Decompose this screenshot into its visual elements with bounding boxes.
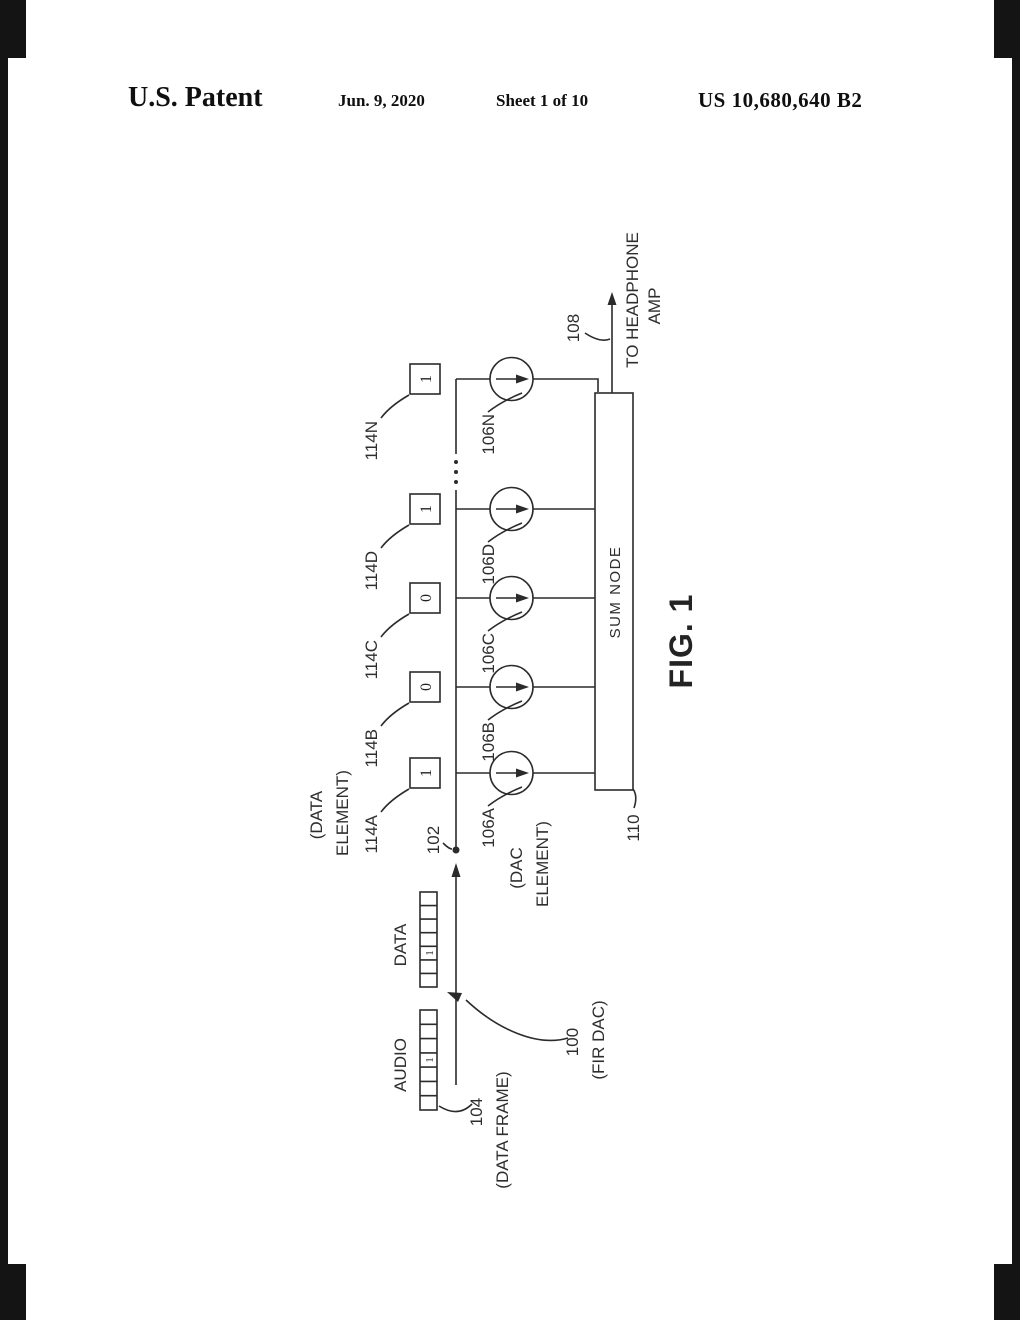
input-label-group: 102 [424,826,453,854]
svg-text:(DAC: (DAC [507,847,526,889]
scan-artifact-bottom-left [0,1264,26,1320]
sum-node-ref-group: 110 [624,788,643,842]
scan-artifact-top-left [0,0,26,58]
bit-box-114A [409,757,441,789]
bit-box-114N [409,363,441,395]
label-102: 102 [424,826,443,854]
audio-register: AUDIO 1 [391,1009,438,1111]
fir-dac-label-group: 100 (FIR DAC) [447,992,608,1080]
bit-114A: 1 [418,769,435,777]
data-register-bit: 1 [424,950,436,956]
leader-100 [465,999,569,1042]
label-104: 104 [467,1098,486,1126]
patent-date: Jun. 9, 2020 [338,91,425,110]
label-114C: 114C [362,640,381,679]
data-line [451,379,461,1085]
bit-114C: 0 [418,594,435,602]
patent-title: U.S. Patent [128,82,263,113]
leader-108 [584,332,611,341]
arrow-100 [447,992,462,1002]
bit-114B: 0 [418,683,435,691]
bit-114D: 1 [418,505,435,513]
bit-box-114B [409,671,441,703]
data-register-label: DATA [391,923,410,966]
data-element-note: (DATA ELEMENT) [307,770,352,856]
data-register: DATA 1 [391,891,438,988]
label-108: 108 [564,314,583,342]
label-114N: 114N [362,421,381,460]
patent-number: US 10,680,640 B2 [698,88,863,112]
figure-1: AUDIO 1 DATA 1 104 (DATA FRAME) [280,230,750,1190]
headphone-label-line1: TO HEADPHONE [623,232,642,368]
dac-column-B: 114B 0 106B [362,664,595,767]
dac-column-A: 114A 1 106A [362,750,595,853]
label-114B: 114B [362,729,381,767]
audio-register-label: AUDIO [391,1038,410,1092]
fir-dac-diagram: AUDIO 1 DATA 1 104 (DATA FRAME) [307,232,699,1189]
label-106B: 106B [479,722,498,762]
data-frame-label-group: 104 (DATA FRAME) [438,1071,512,1189]
audio-register-bit: 1 [424,1057,436,1063]
bit-box-114C [409,582,441,614]
leader-110 [632,788,637,809]
scan-artifact-left-edge [0,0,8,1320]
sheet-number: Sheet 1 of 10 [496,91,589,110]
label-data-frame: (DATA FRAME) [493,1071,512,1188]
sum-node: SUM NODE [594,392,634,791]
svg-text:ELEMENT): ELEMENT) [333,770,352,856]
label-106A: 106A [479,807,498,847]
leader-102 [442,842,453,850]
svg-text:ELEMENT): ELEMENT) [533,821,552,907]
label-110: 110 [624,814,643,841]
data-line-arrow [451,863,461,877]
headphone-label-line2: AMP [645,288,664,325]
sum-node-label: SUM NODE [607,546,624,639]
label-106C: 106C [479,633,498,674]
label-106D: 106D [479,544,498,585]
dac-column-C: 114C 0 106C [362,575,595,679]
scan-artifact-bottom-right [994,1264,1020,1320]
label-114D: 114D [362,551,381,590]
label-106N: 106N [479,414,498,455]
leader-104 [438,1103,473,1113]
label-100: 100 [563,1028,582,1056]
dac-column-D: 114D 1 106D [362,486,595,590]
scan-artifact-right-edge [1012,0,1020,1320]
ellipsis-dots [454,460,458,484]
figure-caption: FIG. 1 [663,594,699,689]
dac-column-N: 114N 1 106N [362,356,599,460]
scan-artifact-top-right [994,0,1020,58]
svg-text:(DATA: (DATA [307,790,326,839]
label-114A: 114A [362,814,381,853]
label-fir-dac: (FIR DAC) [589,1000,608,1079]
bit-114N: 1 [418,375,435,383]
output-arrow [607,292,617,305]
dac-element-note: (DAC ELEMENT) [507,821,552,907]
output-group: 108 TO HEADPHONE AMP [564,232,664,393]
bit-box-114D [409,493,441,525]
